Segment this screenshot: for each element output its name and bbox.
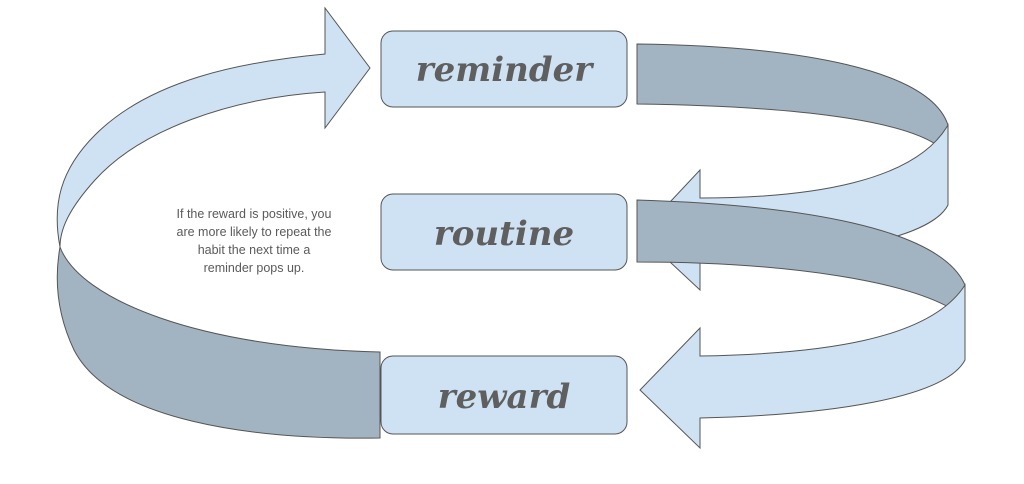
stage-box-routine: routine <box>380 193 628 271</box>
stage-label-reminder: reminder <box>416 50 595 90</box>
caption-line-1: If the reward is positive, you <box>177 207 332 221</box>
stage-box-reward: reward <box>380 355 628 435</box>
caption-line-4: reminder pops up. <box>204 261 305 275</box>
lower-right-loop-front <box>639 283 966 450</box>
stage-label-routine: routine <box>434 214 574 254</box>
caption: If the reward is positive, you are more … <box>177 207 332 275</box>
left-loop-arrow-back <box>56 245 381 439</box>
upper-right-loop-back <box>636 43 949 157</box>
stage-box-reminder: reminder <box>380 30 628 108</box>
left-loop-arrow-front <box>56 6 371 248</box>
caption-line-2: are more likely to repeat the <box>177 225 332 239</box>
caption-line-3: habit the next time a <box>198 243 311 257</box>
stage-label-reward: reward <box>438 377 571 417</box>
